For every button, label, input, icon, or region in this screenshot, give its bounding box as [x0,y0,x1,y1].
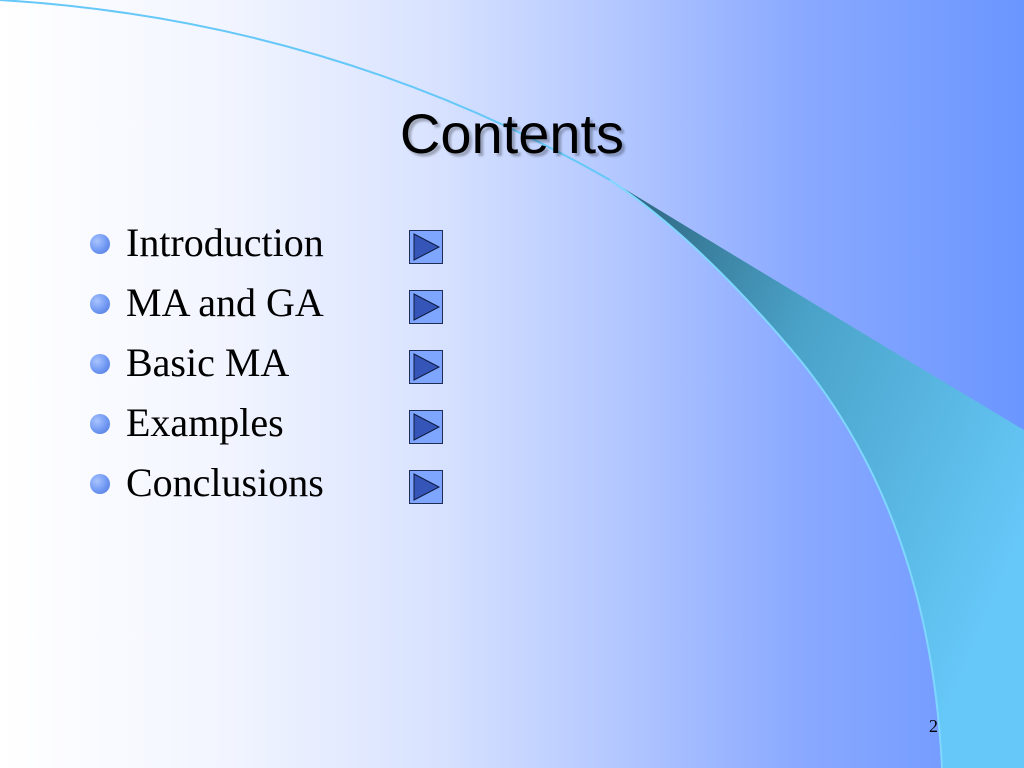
cyan-swoosh [610,180,1024,768]
bullet-dot-icon [90,474,110,494]
item-label: Basic MA [126,340,290,385]
item-label: Conclusions [126,460,324,505]
slide-title: Contents [399,102,625,165]
item-label: Introduction [126,220,324,265]
item-label: Examples [126,400,284,445]
go-to-conclusions-button[interactable] [409,470,443,504]
list-item: MA and GA [90,276,450,336]
go-to-basic-ma-button[interactable] [409,350,443,384]
bullet-dot-icon [90,354,110,374]
item-label: MA and GA [126,280,324,325]
play-triangle-icon [413,353,441,381]
list-item: Conclusions [90,456,450,516]
bullet-dot-icon [90,294,110,314]
play-triangle-icon [413,413,441,441]
bullet-dot-icon [90,414,110,434]
go-to-ma-and-ga-button[interactable] [409,290,443,324]
contents-list: Introduction MA and GA Basic MA [90,216,450,516]
bullet-dot-icon [90,234,110,254]
play-triangle-icon [413,293,441,321]
play-triangle-icon [413,473,441,501]
top-arc-line [0,0,611,181]
page-number: 2 [929,716,938,736]
list-item: Introduction [90,216,450,276]
swoosh-edge-line [609,179,943,768]
list-item: Basic MA [90,336,450,396]
list-item: Examples [90,396,450,456]
play-triangle-icon [413,233,441,261]
go-to-examples-button[interactable] [409,410,443,444]
go-to-introduction-button[interactable] [409,230,443,264]
